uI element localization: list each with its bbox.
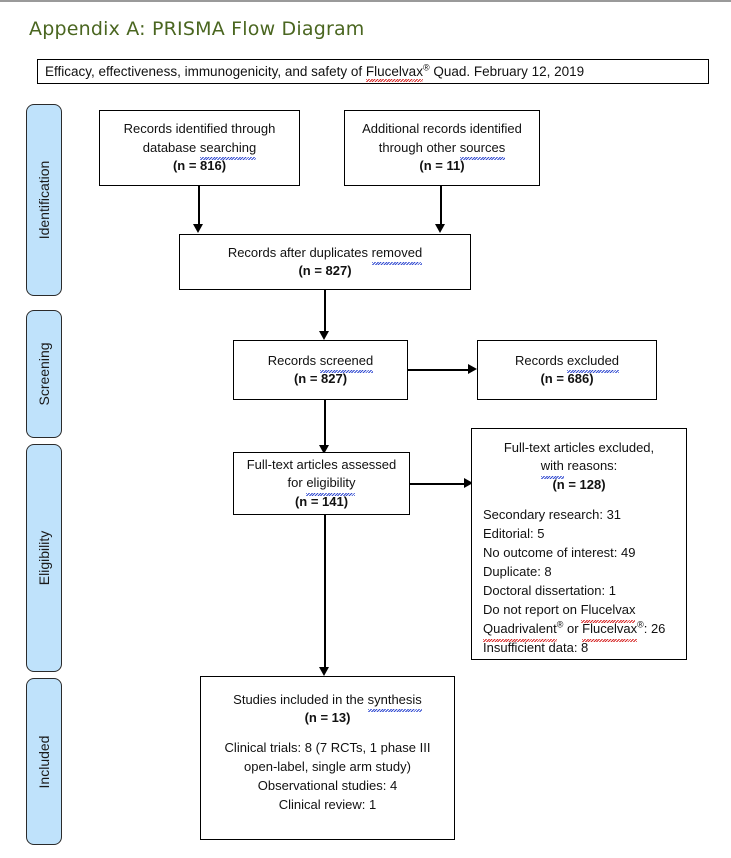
arrowhead-fulltext-to-excluded-icon <box>464 478 473 488</box>
box-records-screened: Records screened (n = 827) <box>233 340 408 400</box>
arrowhead-screened-to-fulltext-icon <box>319 445 329 454</box>
phase-label-included: Included <box>36 735 52 788</box>
exclusion-reason-item: Duplicate: 8 <box>483 564 552 580</box>
fulltext-excluded-heading: Full-text articles excluded, with reason… <box>472 439 686 494</box>
phase-eligibility: Eligibility <box>26 444 62 672</box>
arrowhead-other-to-duplicates-icon <box>435 224 445 233</box>
records-excluded-line1-wrap: Records excluded <box>515 352 620 374</box>
records-database-line1: Records identified through <box>123 121 276 137</box>
registered-mark-icon: ® <box>556 619 564 630</box>
study-title-text: Efficacy, effectiveness, immunogenicity,… <box>45 62 585 82</box>
fulltext-assessed-misspelled: eligibility <box>306 474 356 497</box>
studies-included-misspelled: synthesis <box>367 691 423 713</box>
studies-included-line1-wrap: Studies included in the synthesis <box>201 691 454 713</box>
phase-label-screening: Screening <box>36 342 52 406</box>
box-records-identified-database: Records identified through database sear… <box>99 110 300 186</box>
fulltext-excluded-line1: Full-text articles excluded, <box>503 440 655 455</box>
exclusion-reason-item: Editorial: 5 <box>483 526 545 542</box>
records-excluded-count: (n = 686) <box>540 371 594 386</box>
duplicates-removed-line1-wrap: Records after duplicates removed <box>228 244 422 266</box>
arrowhead-duplicates-to-screened-icon <box>319 331 329 340</box>
box-records-after-duplicates-removed: Records after duplicates removed (n = 82… <box>179 234 471 290</box>
box-fulltext-assessed: Full-text articles assessed for eligibil… <box>233 452 410 515</box>
fulltext-assessed-line2-wrap: for eligibility <box>288 474 356 497</box>
connector-duplicates-to-screened <box>324 290 326 332</box>
arrowhead-screened-to-excluded-icon <box>468 364 477 374</box>
included-detail-line: Observational studies: 4 <box>257 777 398 793</box>
study-title-suffix: Quad. February 12, 2019 <box>429 64 585 79</box>
connector-database-to-duplicates <box>198 186 200 225</box>
connector-fulltext-to-included <box>324 515 326 668</box>
fulltext-excluded-misspelled: with <box>540 457 564 480</box>
brand-flucelvax-mention-2: Flucelvax <box>582 620 637 643</box>
included-detail-line: Clinical trials: 8 (7 RCTs, 1 phase III <box>224 739 431 755</box>
box-studies-included: Studies included in the synthesis (n = 1… <box>200 676 455 840</box>
records-other-line2-misspelled: sources <box>459 139 505 161</box>
fulltext-assessed-count: (n = 141) <box>294 493 349 509</box>
records-database-line2-wrap: database searching <box>143 139 257 161</box>
arrowhead-database-to-duplicates-icon <box>193 224 203 233</box>
exclusion-reason-item-flucelvax-line2: Quadrivalent® or Flucelvax®: 26 <box>483 619 665 643</box>
phase-included: Included <box>26 678 62 845</box>
exclusion-reason-item: No outcome of interest: 49 <box>483 545 636 561</box>
study-title-prefix: Efficacy, effectiveness, immunogenicity,… <box>45 64 366 79</box>
records-excluded-misspelled: excluded <box>566 352 620 374</box>
fulltext-excluded-line2-wrap: with reasons: <box>472 457 686 480</box>
included-detail-line: open-label, single arm study) <box>244 758 411 774</box>
studies-included-breakdown: Clinical trials: 8 (7 RCTs, 1 phase III … <box>201 739 454 815</box>
records-database-line2-misspelled: searching <box>199 139 257 161</box>
fulltext-excluded-count: (n = 128) <box>552 476 606 492</box>
box-records-identified-other: Additional records identified through ot… <box>344 110 540 186</box>
box-fulltext-excluded-with-reasons: Full-text articles excluded, with reason… <box>471 428 687 660</box>
fulltext-assessed-line1: Full-text articles assessed <box>246 456 397 472</box>
phase-screening: Screening <box>26 310 62 438</box>
box-records-excluded: Records excluded (n = 686) <box>477 340 657 400</box>
exclusion-reason-item: Insufficient data: 8 <box>483 640 589 656</box>
connector-screened-to-fulltext <box>324 400 326 446</box>
page-title: Appendix A: PRISMA Flow Diagram <box>29 18 365 40</box>
brand-name-flucelvax: Flucelvax <box>365 64 423 82</box>
page-top-rule <box>0 0 731 2</box>
exclusion-reason-item: Doctoral dissertation: 1 <box>483 583 616 599</box>
records-screened-misspelled: screened <box>319 352 374 374</box>
records-database-count: (n = 816) <box>172 158 227 174</box>
connector-other-to-duplicates <box>440 186 442 225</box>
exclusion-reason-item-flucelvax-line1: Do not report on Flucelvax <box>483 601 665 624</box>
study-title-bar: Efficacy, effectiveness, immunogenicity,… <box>37 59 709 84</box>
included-detail-line: Clinical review: 1 <box>278 796 377 812</box>
brand-quadrivalent-mention: Quadrivalent <box>483 620 557 643</box>
exclusion-reason-item: Secondary research: 31 <box>483 507 622 523</box>
records-screened-line1-wrap: Records screened <box>268 352 374 374</box>
connector-screened-to-excluded <box>408 369 470 371</box>
connector-fulltext-to-excluded <box>410 483 466 485</box>
phase-label-eligibility: Eligibility <box>36 530 52 586</box>
registered-mark-icon: ® <box>637 619 644 630</box>
exclusion-reason-list: Secondary research: 31 Editorial: 5 No o… <box>472 506 665 658</box>
records-other-line1: Additional records identified <box>362 121 522 137</box>
registered-mark-icon: ® <box>422 62 430 73</box>
brand-flucelvax-mention: Flucelvax <box>580 601 635 624</box>
phase-label-identification: Identification <box>36 160 52 240</box>
records-other-line2-wrap: through other sources <box>379 139 505 161</box>
phase-identification: Identification <box>26 104 62 296</box>
arrowhead-fulltext-to-included-icon <box>319 667 329 676</box>
duplicates-removed-count: (n = 827) <box>298 263 352 278</box>
studies-included-heading: Studies included in the synthesis (n = 1… <box>201 691 454 728</box>
studies-included-count: (n = 13) <box>304 710 351 726</box>
duplicates-removed-misspelled: removed <box>371 244 422 266</box>
records-screened-count: (n = 827) <box>293 371 348 386</box>
records-other-count: (n = 11) <box>419 158 465 174</box>
